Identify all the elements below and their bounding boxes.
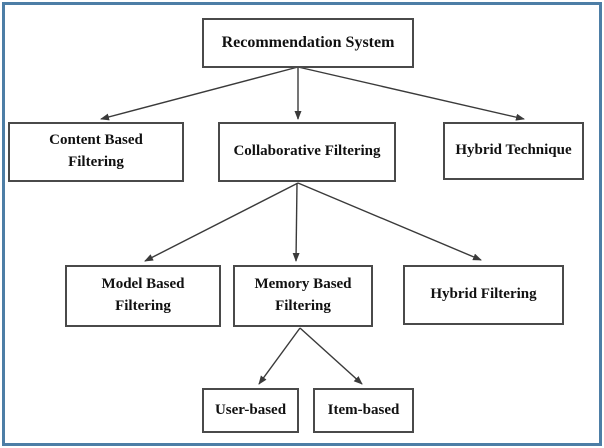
edge-collaborative-memory [292,182,300,262]
node-user-based: User-based [202,388,299,433]
edge-memory-user-based [258,327,301,385]
node-content-based-filtering-label: Content Based Filtering [49,132,143,170]
node-collaborative-filtering-label: Collaborative Filtering [233,143,381,160]
edge-root-content [100,66,299,121]
node-hybrid-filtering-label: Hybrid Filtering [430,286,537,303]
node-recommendation-system: Recommendation System [202,18,414,68]
edge-collaborative-model [144,182,299,262]
edge-root-hybrid-technique [297,66,525,121]
edge-memory-item-based [299,327,363,385]
node-hybrid-technique: Hybrid Technique [443,122,584,180]
node-model-based-filtering: Model Based Filtering [65,265,221,327]
node-item-based-label: Item-based [327,401,400,418]
node-recommendation-system-label: Recommendation System [221,34,395,52]
node-memory-based-filtering: Memory Based Filtering [233,265,373,327]
node-hybrid-filtering: Hybrid Filtering [403,265,564,325]
edge-collaborative-hybrid-filtering [297,182,482,261]
node-model-based-filtering-label: Model Based Filtering [101,276,185,314]
node-user-based-label: User-based [214,401,287,418]
node-item-based: Item-based [313,388,414,433]
node-memory-based-filtering-label: Memory Based Filtering [254,276,352,314]
node-content-based-filtering: Content Based Filtering [8,122,184,182]
node-collaborative-filtering: Collaborative Filtering [218,122,396,182]
node-hybrid-technique-label: Hybrid Technique [455,142,572,159]
